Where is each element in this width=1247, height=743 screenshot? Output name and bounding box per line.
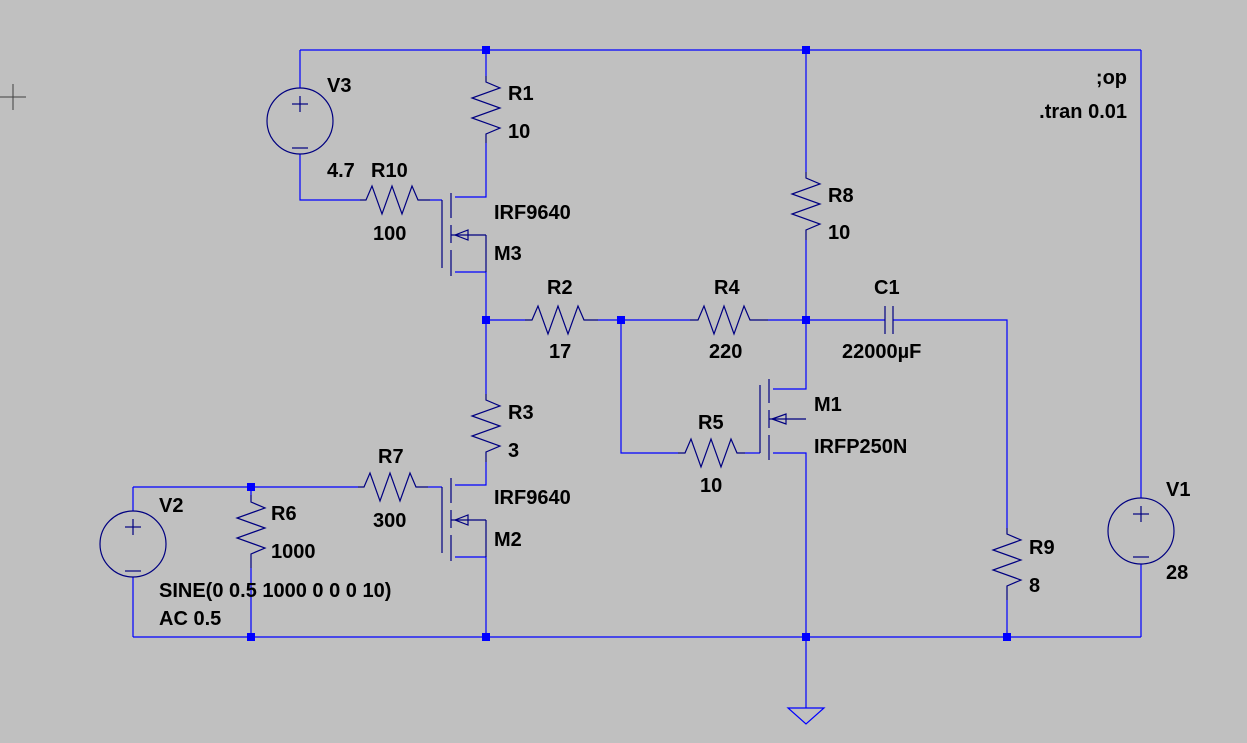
voltage-source-v1-icon (1107, 497, 1175, 565)
junction-dot (247, 633, 255, 641)
resistor-r7-icon (358, 471, 428, 503)
label-r1-name: R1 (508, 83, 534, 105)
resistor-r10-icon (360, 184, 430, 216)
label-r3-name: R3 (508, 402, 534, 424)
wire-m3-out (455, 271, 487, 320)
resistor-r3-icon (470, 394, 502, 462)
label-r4-name: R4 (714, 277, 740, 299)
mosfet-m3-icon (441, 193, 487, 276)
mosfet-m1-icon (759, 379, 806, 460)
label-r1-value: 10 (508, 121, 530, 143)
junction-dot (802, 633, 810, 641)
wire-m1-source (773, 452, 807, 708)
junction-dot (482, 46, 490, 54)
resistor-r6-icon (235, 495, 267, 568)
label-m2-name: M2 (494, 529, 522, 551)
label-r5-name: R5 (698, 412, 724, 434)
directive-tran: .tran 0.01 (1039, 101, 1127, 123)
label-v2-ac: AC 0.5 (159, 608, 221, 630)
label-v1-name: V1 (1166, 479, 1190, 501)
label-v1-value: 28 (1166, 562, 1188, 584)
resistor-r4-icon (690, 304, 768, 336)
labels: ;op .tran 0.01 V3 4.7 R1 10 R10 100 IRF9… (159, 67, 1190, 630)
wire-r1-m3 (455, 143, 487, 198)
wire-v3-minus (299, 154, 360, 201)
label-m3-model: IRF9640 (494, 202, 571, 224)
label-r7-value: 300 (373, 510, 406, 532)
label-c1-value: 22000µF (842, 341, 921, 363)
voltage-source-v2-icon (99, 510, 167, 578)
directive-op: ;op (1096, 67, 1127, 89)
label-m3-name: M3 (494, 243, 522, 265)
label-v3-name: V3 (327, 75, 351, 97)
label-m2-model: IRF9640 (494, 487, 571, 509)
capacitor-c1-icon (884, 306, 894, 334)
label-v2-name: V2 (159, 495, 183, 517)
label-r10-value: 100 (373, 223, 406, 245)
wire-m1-drain (773, 320, 807, 390)
junction-dot (1003, 633, 1011, 641)
junction-dot (247, 483, 255, 491)
resistor-r5-icon (678, 437, 745, 469)
voltage-source-v3-icon (266, 87, 334, 155)
label-v2-value: SINE(0 0.5 1000 0 0 0 10) (159, 580, 391, 602)
resistor-r2-icon (525, 304, 598, 336)
label-r4-value: 220 (709, 341, 742, 363)
crosshair-cursor-icon (0, 84, 26, 110)
junction-dot (482, 316, 490, 324)
wire-r3-m2 (455, 462, 487, 486)
label-r9-name: R9 (1029, 537, 1055, 559)
resistor-r1-icon (470, 76, 502, 143)
label-r8-value: 10 (828, 222, 850, 244)
label-v3-value: 4.7 (327, 160, 355, 182)
junction-dot (482, 633, 490, 641)
label-r5-value: 10 (700, 475, 722, 497)
wires (132, 49, 1142, 708)
label-r6-value: 1000 (271, 541, 316, 563)
label-r2-name: R2 (547, 277, 573, 299)
mosfet-m2-icon (441, 478, 487, 561)
junctions (247, 46, 1011, 641)
resistor-r8-icon (790, 172, 822, 240)
wire-c1-right (893, 319, 1008, 528)
label-r3-value: 3 (508, 440, 519, 462)
label-m1-model: IRFP250N (814, 436, 907, 458)
junction-dot (617, 316, 625, 324)
resistors (235, 76, 1023, 600)
wire-m2-out (455, 556, 487, 637)
label-r7-name: R7 (378, 446, 404, 468)
resistor-r9-icon (991, 528, 1023, 600)
label-r10-name: R10 (371, 160, 408, 182)
label-r8-name: R8 (828, 185, 854, 207)
wire-node-r5 (620, 320, 678, 454)
ground-icon (786, 707, 826, 725)
label-m1-name: M1 (814, 394, 842, 416)
junction-dot (802, 316, 810, 324)
label-r2-value: 17 (549, 341, 571, 363)
junction-dot (802, 46, 810, 54)
label-c1-name: C1 (874, 277, 900, 299)
label-r6-name: R6 (271, 503, 297, 525)
label-r9-value: 8 (1029, 575, 1040, 597)
